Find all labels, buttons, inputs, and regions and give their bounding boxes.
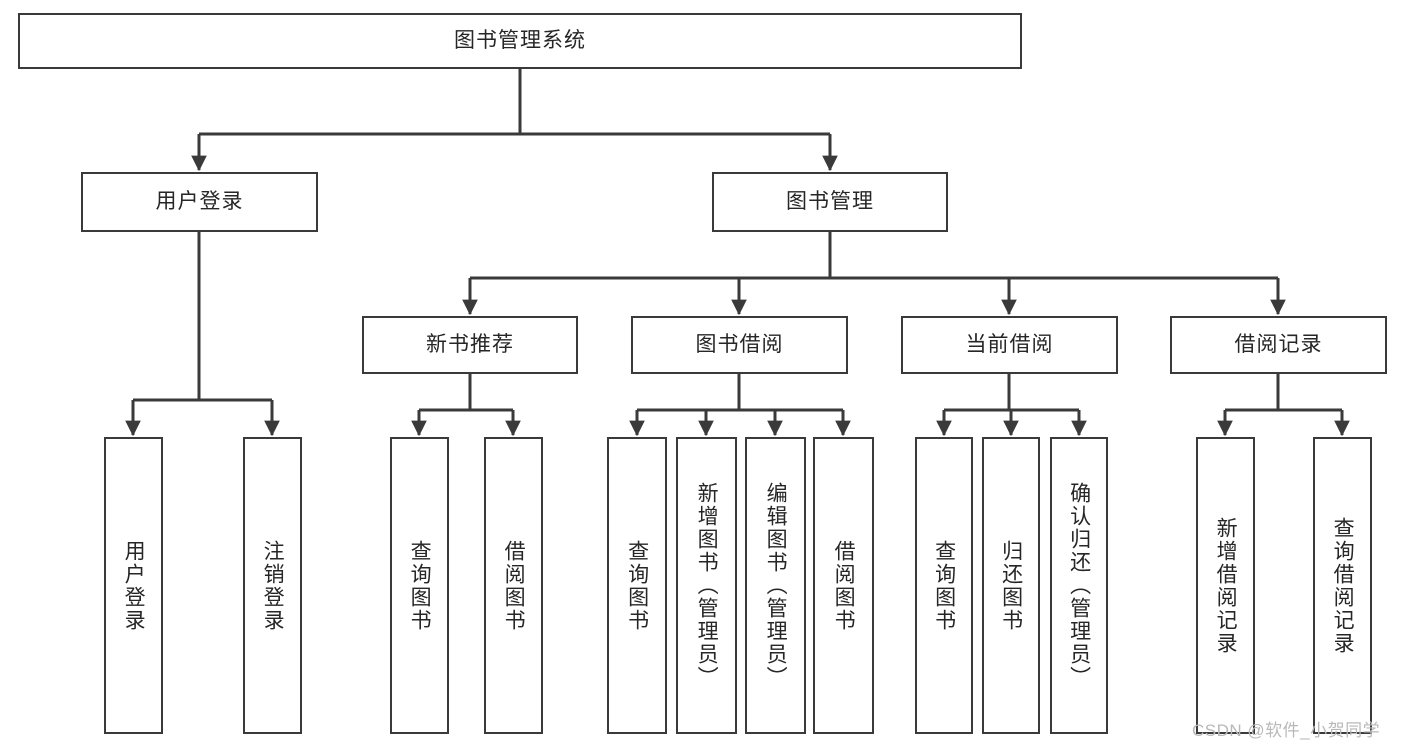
node-borrow-record-label: 借阅记录 [1234, 332, 1323, 356]
node-user-login[interactable]: 用户登录 [81, 172, 318, 232]
node-current-borrow[interactable]: 当前借阅 [901, 316, 1118, 374]
node-leaf-edit-book-admin[interactable]: 编辑图书（管理员） [745, 437, 806, 734]
node-book-manage[interactable]: 图书管理 [712, 172, 948, 232]
node-leaf-query-book-2-label: 查询图书 [625, 539, 649, 632]
node-leaf-borrow-book-1-label: 借阅图书 [502, 539, 526, 632]
node-leaf-add-book-admin-label: 新增图书（管理员） [695, 482, 719, 689]
node-leaf-return-book-label: 归还图书 [999, 539, 1023, 632]
node-leaf-add-borrow-record[interactable]: 新增借阅记录 [1196, 437, 1255, 734]
node-leaf-return-book[interactable]: 归还图书 [982, 437, 1040, 734]
node-leaf-add-book-admin[interactable]: 新增图书（管理员） [676, 437, 737, 734]
node-borrow-record[interactable]: 借阅记录 [1170, 316, 1387, 374]
node-user-login-label: 用户登录 [155, 189, 244, 213]
node-new-book-recommend[interactable]: 新书推荐 [362, 316, 578, 374]
node-leaf-user-logout-label: 注销登录 [261, 539, 285, 632]
node-leaf-edit-book-admin-label: 编辑图书（管理员） [764, 482, 788, 689]
watermark-text: CSDN @软件_小贺同学 [1192, 721, 1381, 740]
node-root[interactable]: 图书管理系统 [18, 13, 1022, 69]
node-leaf-query-borrow-record[interactable]: 查询借阅记录 [1313, 437, 1372, 734]
node-leaf-user-login[interactable]: 用户登录 [104, 437, 163, 734]
node-leaf-query-book-1-label: 查询图书 [408, 539, 432, 632]
node-leaf-borrow-book-2-label: 借阅图书 [832, 539, 856, 632]
node-leaf-user-logout[interactable]: 注销登录 [243, 437, 302, 734]
node-leaf-query-book-3-label: 查询图书 [932, 539, 956, 632]
node-leaf-user-login-label: 用户登录 [122, 539, 146, 632]
node-leaf-add-borrow-record-label: 新增借阅记录 [1214, 516, 1238, 655]
node-leaf-confirm-return-admin[interactable]: 确认归还（管理员） [1050, 437, 1108, 734]
node-current-borrow-label: 当前借阅 [965, 332, 1054, 356]
node-leaf-borrow-book-1[interactable]: 借阅图书 [484, 437, 543, 734]
node-leaf-confirm-return-admin-label: 确认归还（管理员） [1067, 482, 1091, 689]
node-new-book-recommend-label: 新书推荐 [426, 332, 514, 356]
node-leaf-query-book-3[interactable]: 查询图书 [915, 437, 973, 734]
node-book-borrow[interactable]: 图书借阅 [631, 316, 848, 374]
node-book-borrow-label: 图书借阅 [695, 332, 784, 356]
node-leaf-query-borrow-record-label: 查询借阅记录 [1331, 516, 1355, 655]
node-book-manage-label: 图书管理 [786, 189, 874, 213]
node-root-label: 图书管理系统 [454, 28, 586, 52]
node-leaf-query-book-2[interactable]: 查询图书 [607, 437, 667, 734]
node-leaf-query-book-1[interactable]: 查询图书 [390, 437, 449, 734]
node-leaf-borrow-book-2[interactable]: 借阅图书 [813, 437, 874, 734]
